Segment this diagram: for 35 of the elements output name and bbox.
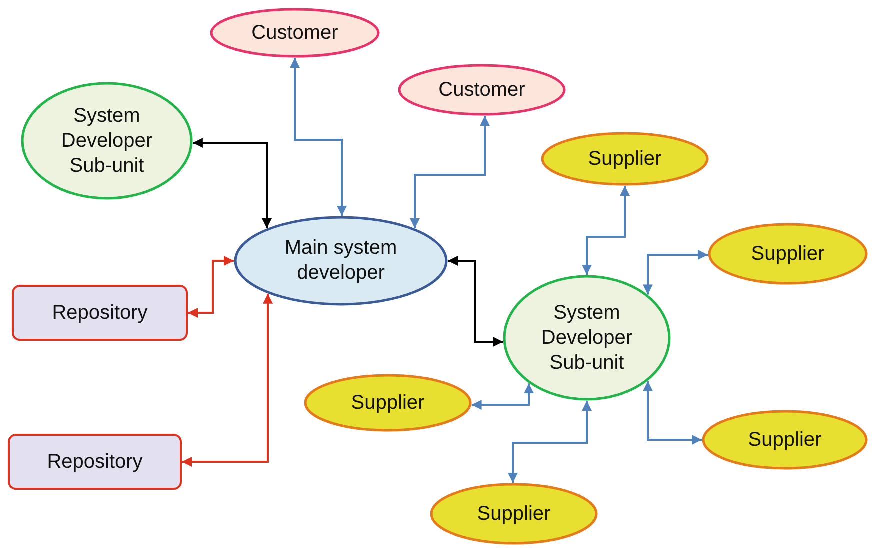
oval-node: [210, 8, 380, 58]
node-label: Customer: [252, 20, 338, 46]
node-label: Supplier: [751, 242, 825, 266]
arrow: [182, 294, 273, 467]
arrow: [188, 256, 234, 318]
node-label: Repository: [47, 450, 143, 474]
arrow: [508, 401, 592, 483]
arrow: [448, 256, 504, 347]
node-label: Supplier: [588, 146, 662, 172]
rounded-box: [8, 434, 182, 490]
node-label: System Developer Sub-unit: [540, 300, 634, 376]
oval-node: [702, 410, 868, 470]
arrow: [290, 58, 347, 216]
node-label: Supplier: [748, 428, 822, 452]
oval-node: [503, 275, 671, 401]
node-label: System Developer Sub-unit: [60, 104, 154, 178]
arrow: [192, 138, 272, 228]
rounded-box: [12, 285, 188, 341]
arrow: [643, 250, 708, 295]
node-label: Supplier: [351, 390, 425, 416]
oval-node: [304, 374, 472, 432]
oval-node: [234, 216, 448, 306]
node-label: Main system developer: [284, 236, 398, 286]
oval-node: [541, 132, 709, 186]
node-label: Repository: [52, 300, 148, 326]
arrow: [472, 384, 534, 410]
arrow: [582, 186, 630, 275]
arrow: [410, 116, 490, 228]
oval-node: [398, 64, 566, 116]
oval-node: [430, 483, 598, 545]
node-label: Supplier: [477, 502, 551, 526]
oval-node: [708, 223, 868, 285]
oval-node: [21, 82, 193, 200]
arrow: [643, 381, 702, 445]
node-label: Customer: [438, 78, 526, 102]
